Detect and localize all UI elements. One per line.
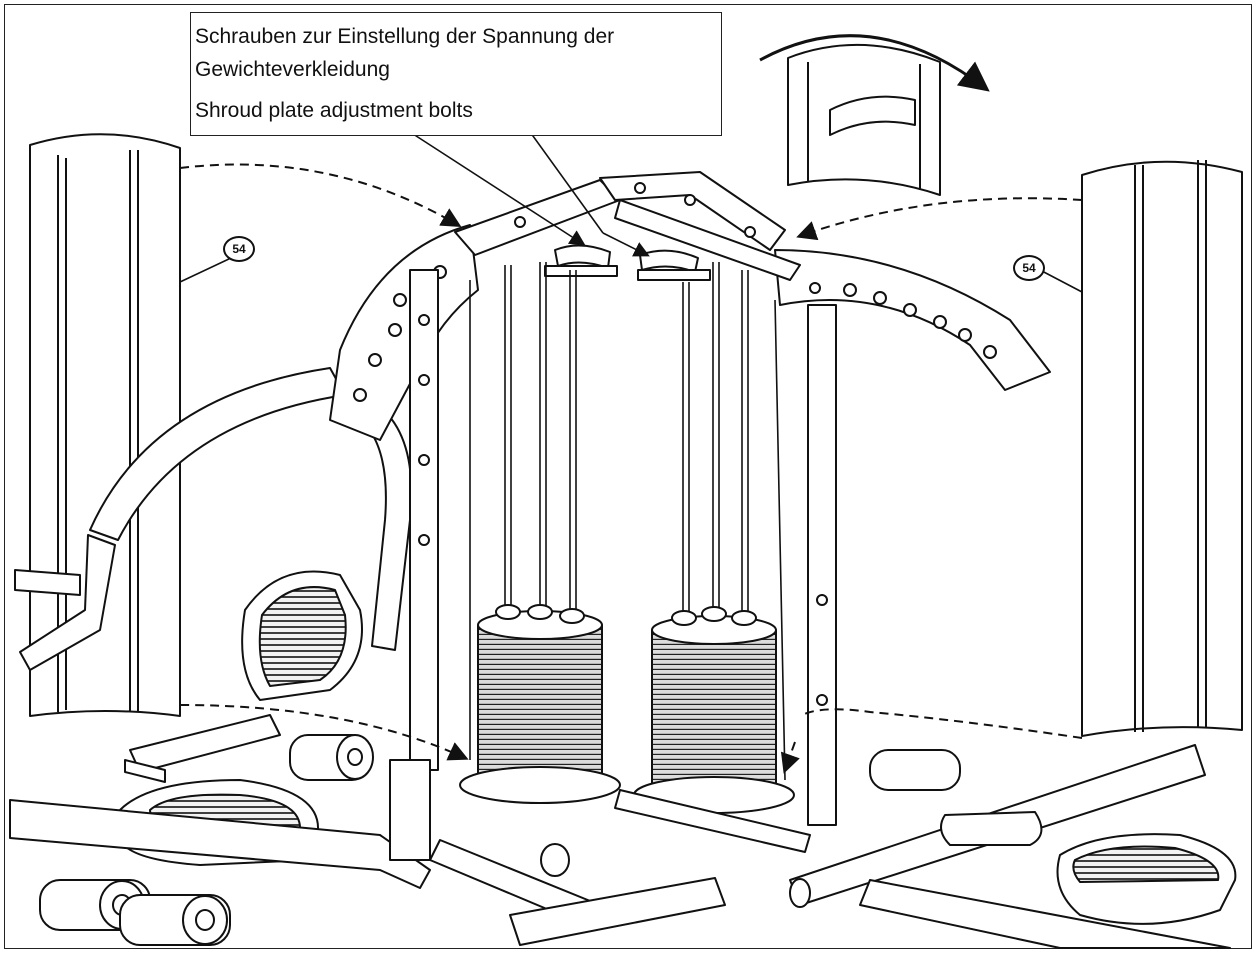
upright-left	[409, 269, 439, 771]
weight-stack-left	[459, 604, 621, 804]
top-arch-right	[774, 249, 1051, 391]
top-arch-left	[329, 224, 479, 441]
base-frame-right	[789, 744, 1231, 949]
upright-right	[807, 304, 837, 826]
callout-text-german-line-1: Schrauben zur Einstellung der Spannung d…	[195, 25, 615, 48]
callout-text-english: Shroud plate adjustment bolts	[195, 99, 473, 122]
top-cross-beams	[454, 171, 801, 281]
shroud-detail-inset	[759, 34, 990, 196]
part-label-right-shroud: 54	[1013, 255, 1045, 281]
assembly-guides	[179, 163, 1083, 774]
right-shroud-panel	[1081, 160, 1243, 737]
left-shroud-panel	[29, 133, 181, 717]
base-frame-left	[9, 714, 431, 889]
guide-rods	[469, 262, 786, 781]
weight-stack-right	[633, 606, 795, 814]
leg-rollers	[39, 734, 961, 946]
callout-text-german-line-2: Gewichteverkleidung	[195, 58, 390, 81]
shroud-brackets	[544, 244, 711, 281]
base-frame-center	[429, 789, 811, 946]
part-label-left-shroud: 54	[223, 236, 255, 262]
back-pad	[241, 570, 363, 701]
callout-box: Schrauben zur Einstellung der Spannung d…	[190, 12, 722, 136]
foot-plate-right	[1056, 833, 1237, 925]
